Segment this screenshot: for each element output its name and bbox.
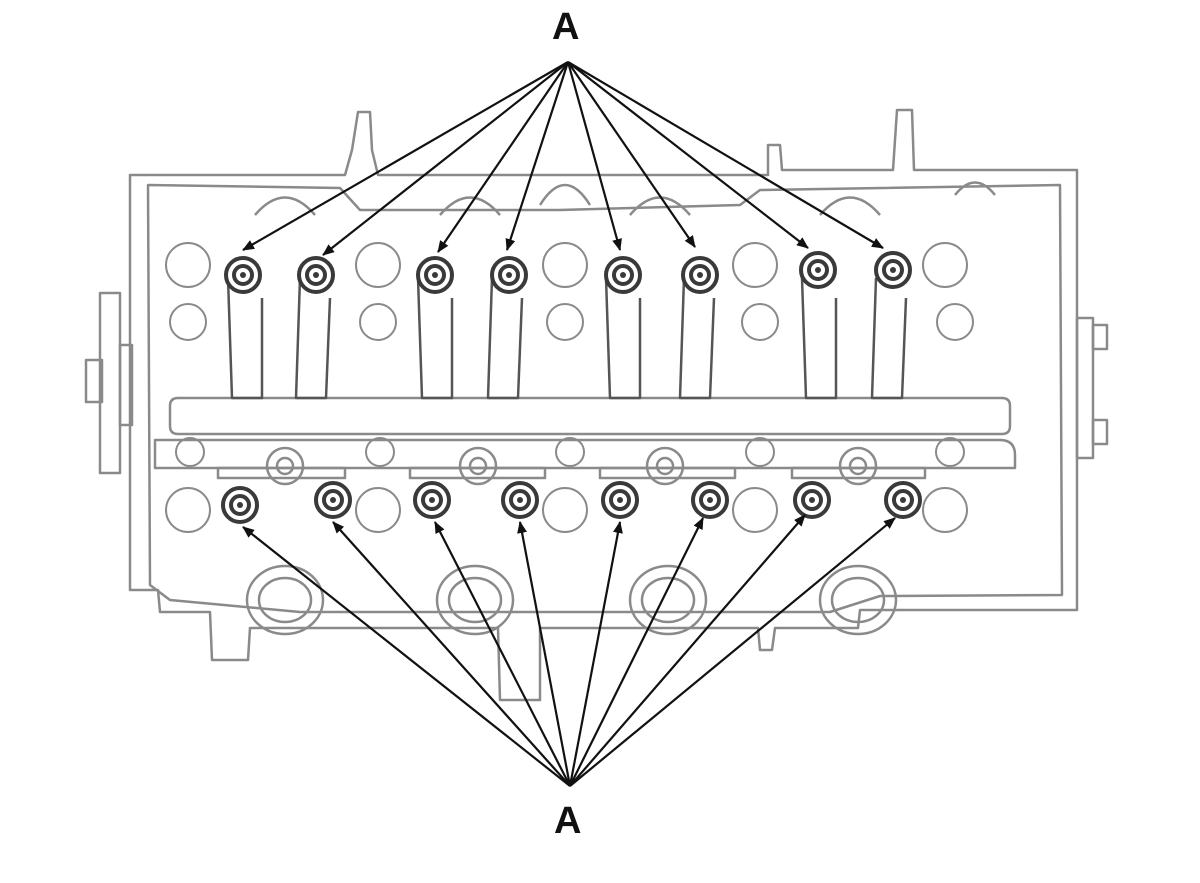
bolt-icon (490, 256, 528, 294)
callout-label-bottom: A (554, 800, 582, 842)
callout-arrow (569, 517, 704, 787)
callout-arrow (517, 521, 572, 787)
callout-arrow (569, 514, 806, 787)
bolt-icon (314, 481, 352, 519)
callout-arrow (568, 521, 623, 787)
head-outline (128, 108, 1079, 702)
bolt-icon (501, 481, 539, 519)
cam-pedestals (265, 446, 878, 486)
bolt-icon (604, 256, 642, 294)
right-boss-bottom (1091, 418, 1109, 446)
callout-arrow (569, 517, 896, 787)
callout-arrow (567, 61, 809, 249)
callout-arrow (505, 61, 570, 251)
callout-arrow (434, 521, 571, 787)
camshaft-bar (168, 396, 1012, 436)
callout-arrow (242, 526, 571, 787)
left-flange-nub (84, 358, 104, 404)
callout-arrow (322, 61, 569, 256)
callout-arrow (242, 61, 569, 251)
right-boss (1075, 316, 1095, 460)
rocker-arms (226, 277, 908, 400)
bolt-icon (221, 486, 259, 524)
callout-arrow (332, 521, 571, 787)
callout-arrow (437, 61, 569, 253)
valve-circles (165, 242, 974, 533)
bolt-group (221, 251, 922, 524)
lower-bracket (216, 466, 927, 480)
bolt-icon (799, 251, 837, 289)
cylinder-head-body (84, 108, 1109, 702)
right-boss-top (1091, 323, 1109, 351)
bolt-icon (224, 256, 262, 294)
bolt-icon (416, 256, 454, 294)
left-flange-ring (118, 343, 134, 427)
callout-label-top: A (552, 6, 580, 48)
bolt-icon (691, 481, 729, 519)
bolt-icon (413, 481, 451, 519)
bolt-icon (793, 481, 831, 519)
head-inner-outline (146, 183, 1064, 614)
bolt-icon (601, 481, 639, 519)
bolt-icon (884, 481, 922, 519)
callout-arrows (242, 61, 896, 787)
callout-arrow (567, 61, 884, 249)
ports (245, 564, 898, 636)
bolt-icon (874, 251, 912, 289)
callout-arrow (567, 61, 696, 248)
lower-rail (153, 438, 1017, 470)
bolt-icon (297, 256, 335, 294)
callout-arrow (566, 61, 622, 251)
bolt-icon (681, 256, 719, 294)
